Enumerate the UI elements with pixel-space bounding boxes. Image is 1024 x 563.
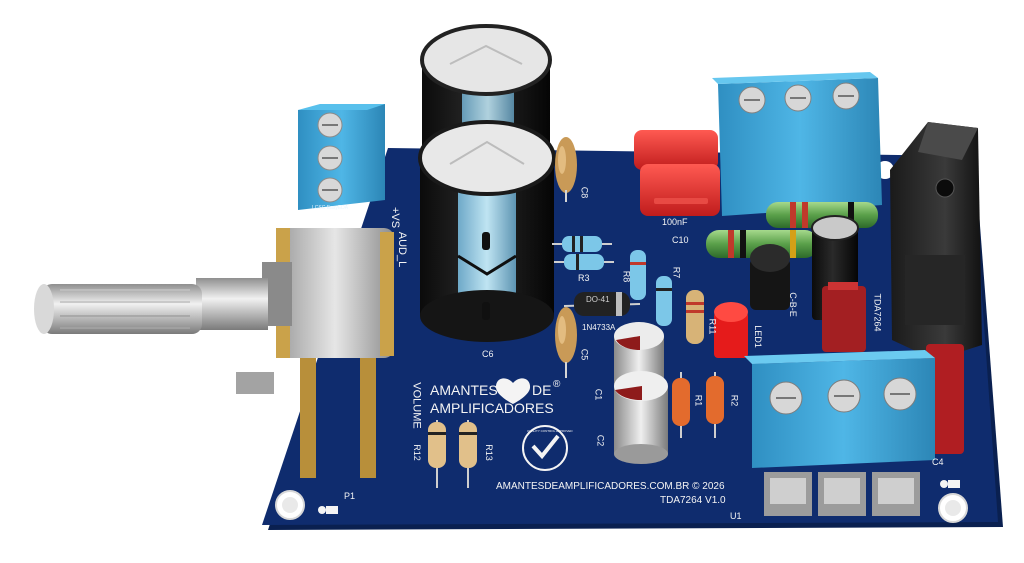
capacitor-c2 [614,371,668,464]
label-r13: R13 [483,444,494,461]
label-c6: C6 [482,349,494,359]
resistor-r7 [656,276,672,326]
label-led1: LED1 [752,325,763,348]
label-r2: R2 [729,394,740,407]
output-terminal-block-top [712,72,882,216]
brand-line2: AMPLIFICADORES [430,400,554,416]
resistor-r3 [552,236,614,270]
brand-registered: ® [553,379,561,390]
label-c10: C10 [672,235,689,245]
footer-version: TDA7264 V1.0 [660,495,726,506]
label-tda7264: TDA7264 [872,293,883,332]
resistor-r11 [686,290,704,344]
label-c2: C2 [595,434,606,447]
label-c8: C8 [579,186,590,199]
label-r11: R11 [707,318,718,335]
capacitor-c4 [926,344,964,454]
label-p1: P1 [344,491,356,501]
resistor-r13 [459,420,477,488]
screw-icon-left [318,506,338,514]
capacitor-c5 [555,307,577,378]
potentiometer-p1 [34,228,394,478]
label-r8: R8 [621,270,632,283]
led1 [714,302,748,358]
brand-de: DE [532,382,552,398]
label-volume: VOLUME [410,382,423,429]
label-c5: C5 [579,348,590,361]
label-r12: R12 [411,444,422,461]
label-r3: R3 [578,273,590,283]
label-r1: R1 [693,394,704,407]
input-terminal-block [298,104,385,210]
label-c4: C4 [932,457,944,467]
resistor-r12 [428,420,446,488]
label-100nf: 100nF [662,217,688,227]
resistor-r8 [630,250,646,300]
label-r7: R7 [671,266,682,279]
tda7264-heatsink [890,122,982,360]
label-vs: +VS [389,206,402,229]
screw-icon-right [940,480,960,488]
potentiometer-thread [196,278,268,330]
label-1n4733a: 1N4733A [582,323,616,332]
capacitor-c8 [555,137,577,202]
capacitor-c6 [418,120,556,342]
brand-line1: AMANTES [430,382,498,398]
label-aud: AUD_L [396,231,409,268]
label-c1: C1 [593,388,604,401]
label-do41: DO-41 [586,295,610,304]
potentiometer-knob-shaft[interactable] [34,284,202,334]
brand-heart-icon [495,378,531,404]
output-terminal-block-bottom [744,350,935,516]
power-resistor-bottom [706,230,818,258]
quality-control-stamp-icon [522,425,568,471]
resistor-r2 [706,372,724,438]
quality-stamp-text: QUALITY CONTROL APPROVED [527,429,573,433]
label-lcsc: LCSC EasyEDA [312,205,349,211]
label-cbe: C-B-E [787,292,798,317]
capacitor-dark-red [822,282,866,352]
film-capacitor-c10 [640,164,720,216]
label-u1: U1 [730,511,742,521]
transistor-q1 [750,244,790,310]
film-capacitor-rear [634,130,718,170]
resistor-r1 [672,372,690,438]
footer-url: AMANTESDEAMPLIFICADORES.COM.BR © 2026 [496,481,725,492]
diode-1n4733a [563,292,641,316]
